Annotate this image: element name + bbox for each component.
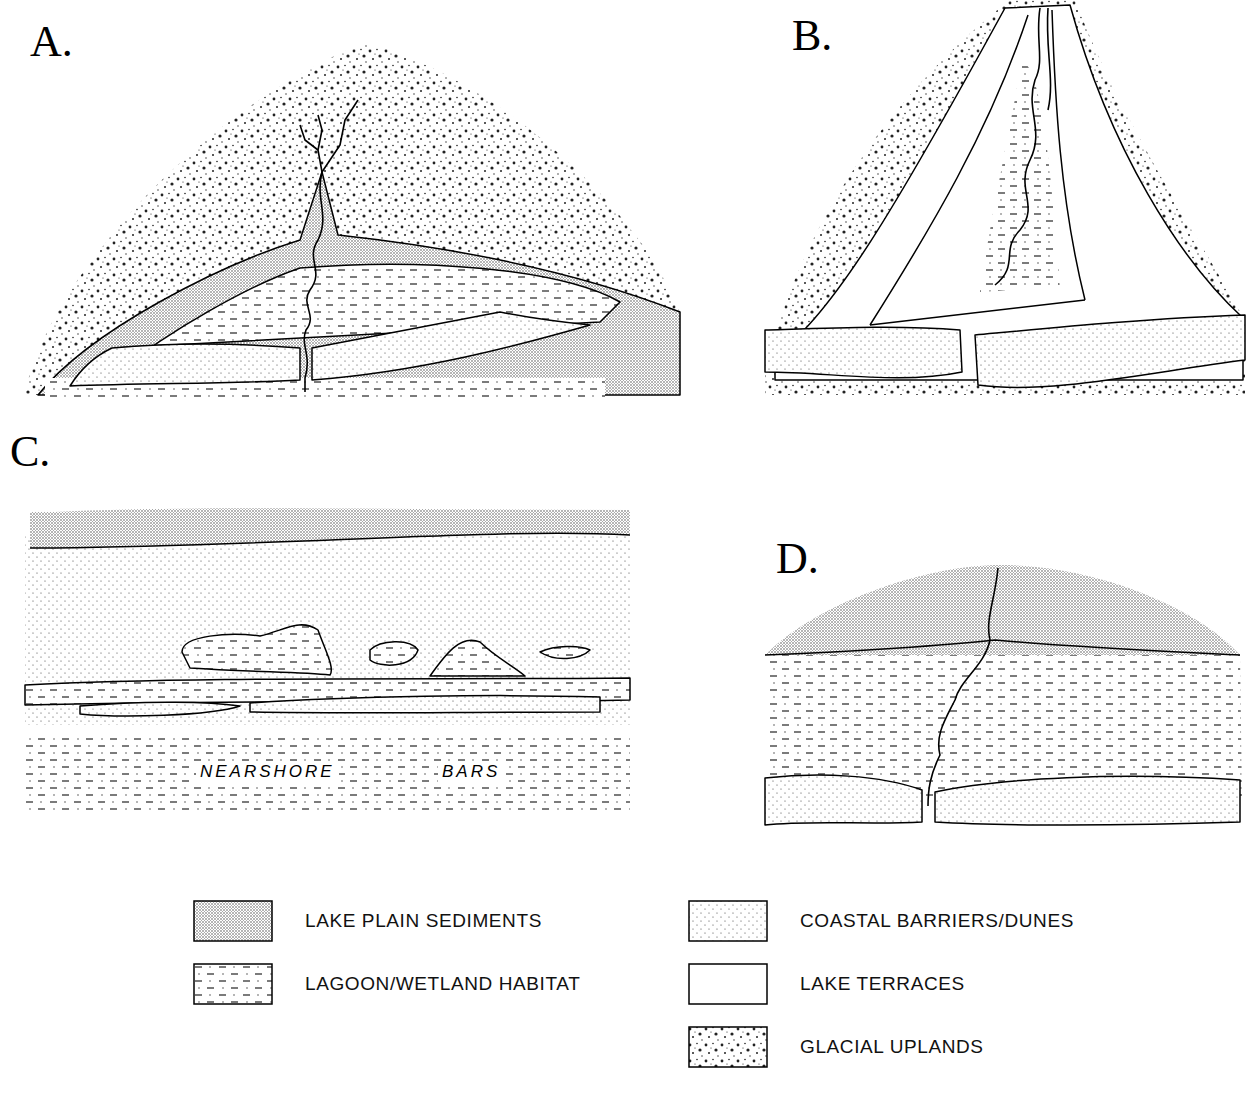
swatch-box	[194, 964, 272, 1004]
zone-label: NEARSHORE	[196, 762, 339, 783]
glacial-uplands	[25, 42, 680, 395]
lagoon-wetland	[980, 60, 1060, 292]
legend-text: LAKE TERRACES	[800, 973, 965, 995]
stream	[1047, 8, 1050, 110]
panel-letter: D.	[776, 535, 819, 583]
panel-a	[25, 42, 680, 398]
zone-label: BARS	[438, 762, 504, 783]
swatch-box	[689, 901, 767, 941]
lake-plain-band	[30, 508, 630, 548]
terrace-edge	[1052, 10, 1085, 300]
panel-b	[765, 0, 1245, 395]
coastal-barrier	[70, 344, 300, 386]
coastal-barrier	[765, 327, 962, 378]
barrier-strip	[250, 696, 600, 713]
wetland-pocket	[182, 625, 331, 675]
swatch-box	[689, 964, 767, 1004]
legend-entry: GLACIAL UPLANDS	[688, 1026, 984, 1068]
panel-c	[25, 508, 630, 810]
legend-entry: COASTAL BARRIERS/DUNES	[688, 900, 1074, 942]
swatch-box	[689, 1027, 767, 1067]
legend-entry: LAGOON/WETLAND HABITAT	[193, 963, 580, 1005]
legend-text: LAKE PLAIN SEDIMENTS	[305, 910, 542, 932]
lake-plain-dome	[765, 565, 1240, 655]
legend-swatch	[193, 963, 273, 1005]
wetland-pocket	[370, 642, 418, 665]
stream	[928, 568, 998, 806]
legend-swatch	[193, 900, 273, 942]
lake-plain-edge	[765, 640, 1240, 655]
legend-text: LAGOON/WETLAND HABITAT	[305, 973, 580, 995]
coastal-barrier	[975, 315, 1245, 387]
legend-swatch	[688, 963, 768, 1005]
wetland-pocket	[540, 646, 590, 658]
panel-letter: A.	[30, 18, 73, 66]
lagoon-edge	[870, 300, 1085, 325]
stream	[995, 8, 1040, 285]
panel-letter: C.	[10, 428, 50, 476]
stream-branch	[322, 100, 358, 172]
stream-branch	[300, 125, 318, 150]
lake-plain-band	[38, 172, 680, 395]
terrace-edge	[870, 15, 1028, 325]
legend-swatch	[688, 900, 768, 942]
nearshore-bars	[25, 735, 630, 810]
coastal-barrier	[765, 775, 922, 825]
panel-letter: B.	[792, 12, 832, 60]
legend-swatch	[688, 1026, 768, 1068]
barrier-strip	[80, 702, 240, 716]
coastal-barrier	[312, 312, 590, 380]
legend-text: COASTAL BARRIERS/DUNES	[800, 910, 1074, 932]
swatch-box	[194, 901, 272, 941]
wetland-pocket	[430, 640, 525, 676]
coastal-dunes	[25, 535, 630, 725]
panel-d	[765, 565, 1242, 825]
legend-entry: LAKE PLAIN SEDIMENTS	[193, 900, 542, 942]
stream	[304, 172, 323, 392]
legend-entry: LAKE TERRACES	[688, 963, 965, 1005]
coastal-barrier	[935, 776, 1240, 825]
stream-branch	[318, 115, 322, 172]
glacial-uplands	[765, 0, 1245, 395]
lake-plain-edge	[30, 533, 630, 548]
legend-text: GLACIAL UPLANDS	[800, 1036, 984, 1058]
